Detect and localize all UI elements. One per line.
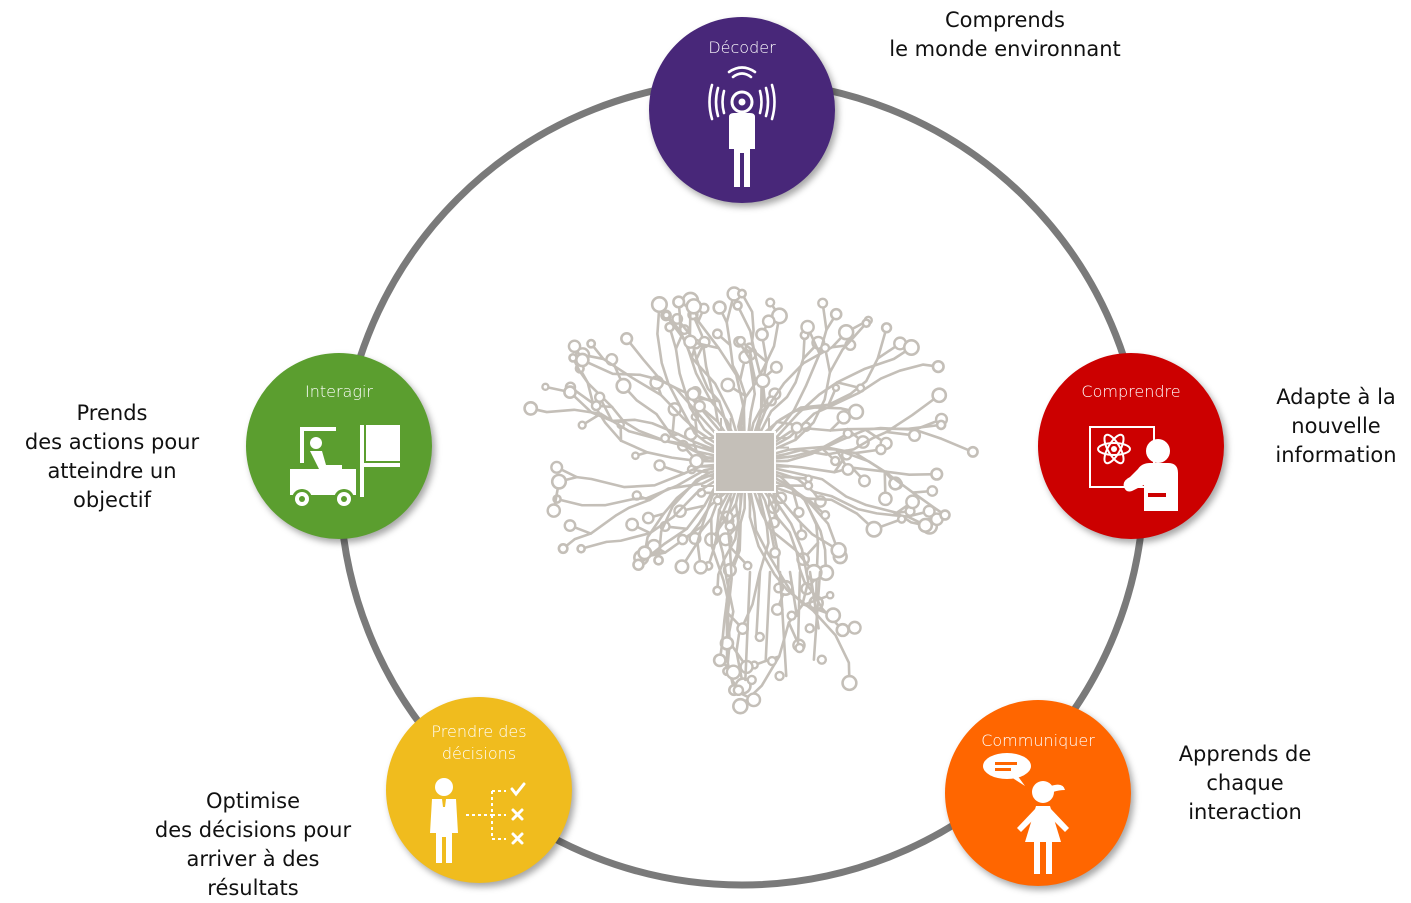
interagir-label: Interagir [246,381,432,403]
decisions-label: Prendre des décisions [386,721,572,765]
decoder-description-line: Comprends [860,6,1150,35]
comprendre-node: Comprendre [1038,353,1224,539]
decisions-description-line: des décisions pour [128,816,378,845]
interagir-node: Interagir [246,353,432,539]
decoder-label: Décoder [649,37,835,59]
decisions-description: Optimise des décisions pour arriver à de… [128,787,378,903]
decisions-node: Prendre des décisions [386,697,572,883]
circuit-brain-icon [525,287,978,713]
interagir-description-line: Prends [4,399,220,428]
interagir-description-line: des actions pour [4,428,220,457]
forklift-icon [286,423,402,515]
decisions-description-line: résultats [128,874,378,903]
person-sensing-icon [702,65,782,193]
teacher-board-icon [1086,423,1182,513]
communiquer-description-line: interaction [1155,798,1335,827]
comprendre-description: Adapte à la nouvelle information [1256,383,1411,470]
communiquer-node: Communiquer [945,700,1131,886]
interagir-description-line: atteindre un [4,457,220,486]
decoder-description-line: le monde environnant [860,35,1150,64]
decoder-node: Décoder [649,17,835,203]
communiquer-description-line: Apprends de [1155,740,1335,769]
decisions-description-line: arriver à des [128,845,378,874]
decisions-description-line: Optimise [128,787,378,816]
person-checklist-icon [426,777,546,867]
interagir-description-line: objectif [4,486,220,515]
speech-bubble-icon [983,753,1031,786]
comprendre-description-line: information [1256,441,1411,470]
decoder-description: Comprends le monde environnant [860,6,1150,64]
comprendre-description-line: nouvelle [1256,412,1411,441]
communiquer-description-line: chaque [1155,769,1335,798]
comprendre-label: Comprendre [1038,381,1224,403]
comprendre-description-line: Adapte à la [1256,383,1411,412]
communiquer-label: Communiquer [945,730,1131,752]
child-speech-icon [981,752,1081,878]
interagir-description: Prends des actions pour atteindre un obj… [4,399,220,515]
communiquer-description: Apprends de chaque interaction [1155,740,1335,827]
